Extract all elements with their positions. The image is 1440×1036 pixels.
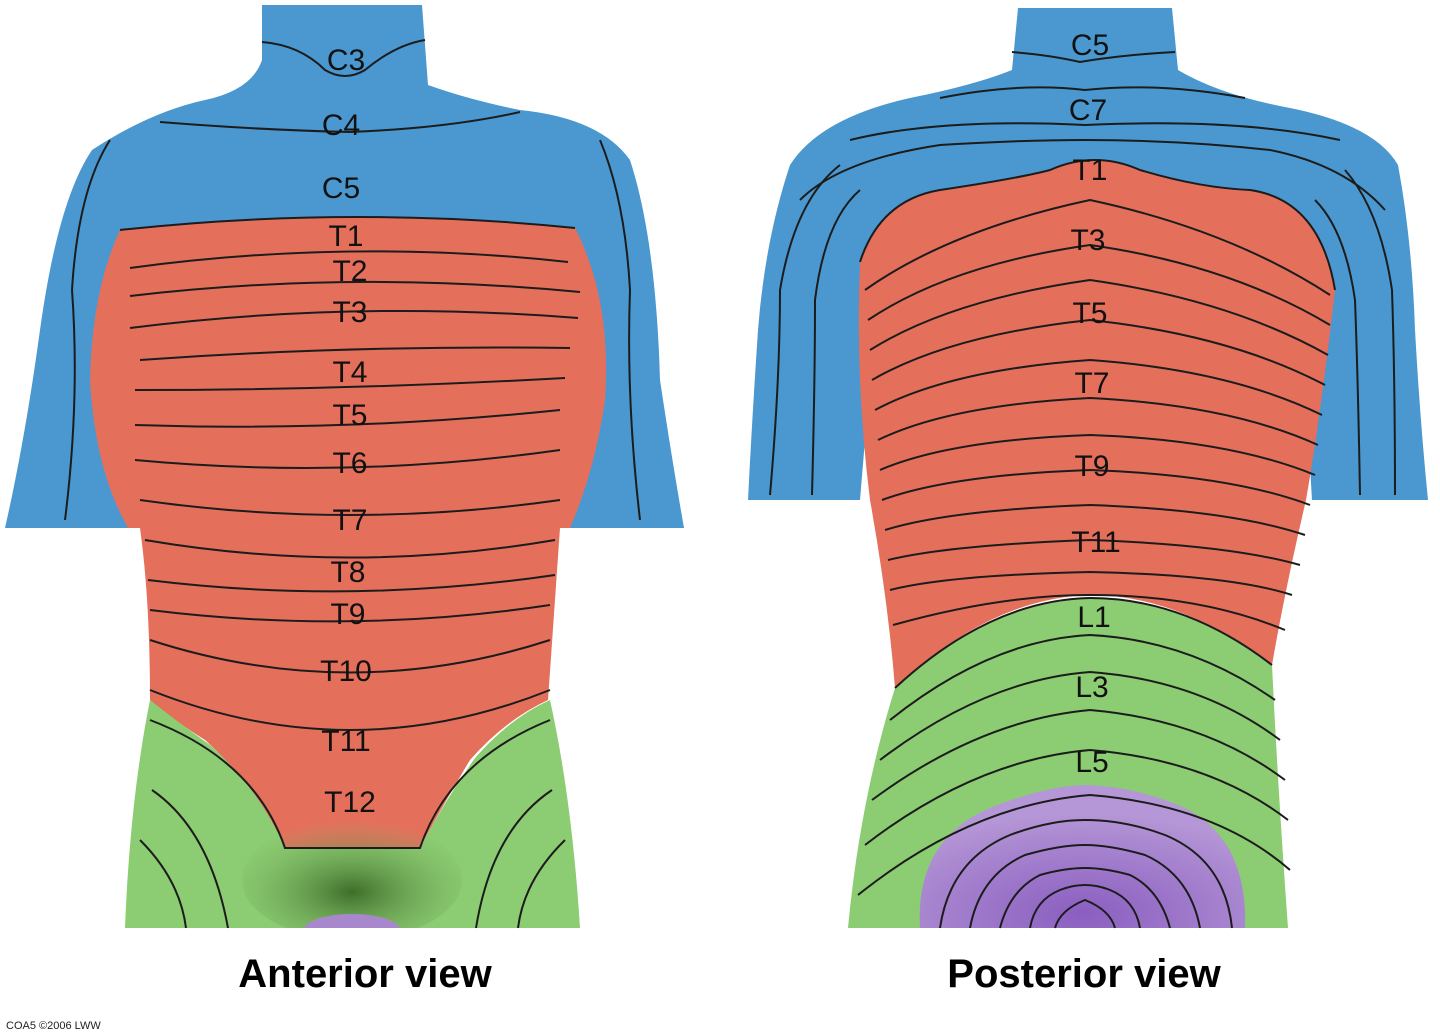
anterior-label-c4: C4 [322,109,360,142]
posterior-labels: C5 C7 T1 T3 T5 T7 T9 T11 L1 L3 L5 [1069,29,1121,779]
anterior-torso: C3 C4 C5 T1 T2 T3 T4 T5 T6 T7 T8 T9 T10 … [0,5,720,1036]
posterior-label-t3: T3 [1070,224,1105,257]
anterior-dermatome-lines [64,39,641,929]
anterior-lumbar-region [125,700,580,928]
posterior-label-l1: L1 [1077,601,1110,634]
anterior-caption: Anterior view [238,952,492,996]
anterior-label-c5: C5 [322,172,360,205]
posterior-label-t11: T11 [1071,526,1120,559]
posterior-label-t1: T1 [1072,154,1107,187]
posterior-thoracic-region [858,160,1335,688]
posterior-dermatome-lines [769,51,1396,929]
posterior-caption: Posterior view [947,952,1221,996]
posterior-label-t7: T7 [1074,367,1109,400]
anterior-label-t2: T2 [332,255,367,288]
posterior-sacral-region [919,785,1246,928]
copyright-credit: COA5 ©2006 LWW [6,1020,101,1032]
posterior-label-c7: C7 [1069,94,1107,127]
anterior-label-c3: C3 [327,44,365,77]
anterior-label-t11: T11 [321,725,370,758]
anterior-label-t7: T7 [332,504,367,537]
posterior-label-c5: C5 [1071,29,1109,62]
posterior-label-l3: L3 [1075,671,1108,704]
anterior-label-t6: T6 [332,447,367,480]
anterior-label-t10: T10 [320,655,372,688]
anterior-mask [0,928,720,1036]
posterior-torso: C5 C7 T1 T3 T5 T7 T9 T11 L1 L3 L5 [720,8,1440,1036]
anterior-thoracic-region [90,216,607,848]
posterior-mask [720,928,1440,1036]
anterior-label-t1: T1 [328,220,363,253]
anterior-label-t4: T4 [332,356,367,389]
anterior-labels: C3 C4 C5 T1 T2 T3 T4 T5 T6 T7 T8 T9 T10 … [320,44,376,819]
anterior-label-t9: T9 [330,598,365,631]
anterior-label-t3: T3 [332,296,367,329]
posterior-label-t5: T5 [1072,297,1107,330]
posterior-label-t9: T9 [1074,450,1109,483]
anterior-label-t8: T8 [330,556,365,589]
pubic-shading [242,820,462,940]
anterior-label-t5: T5 [332,399,367,432]
anterior-label-t12: T12 [324,786,376,819]
posterior-label-l5: L5 [1075,746,1108,779]
